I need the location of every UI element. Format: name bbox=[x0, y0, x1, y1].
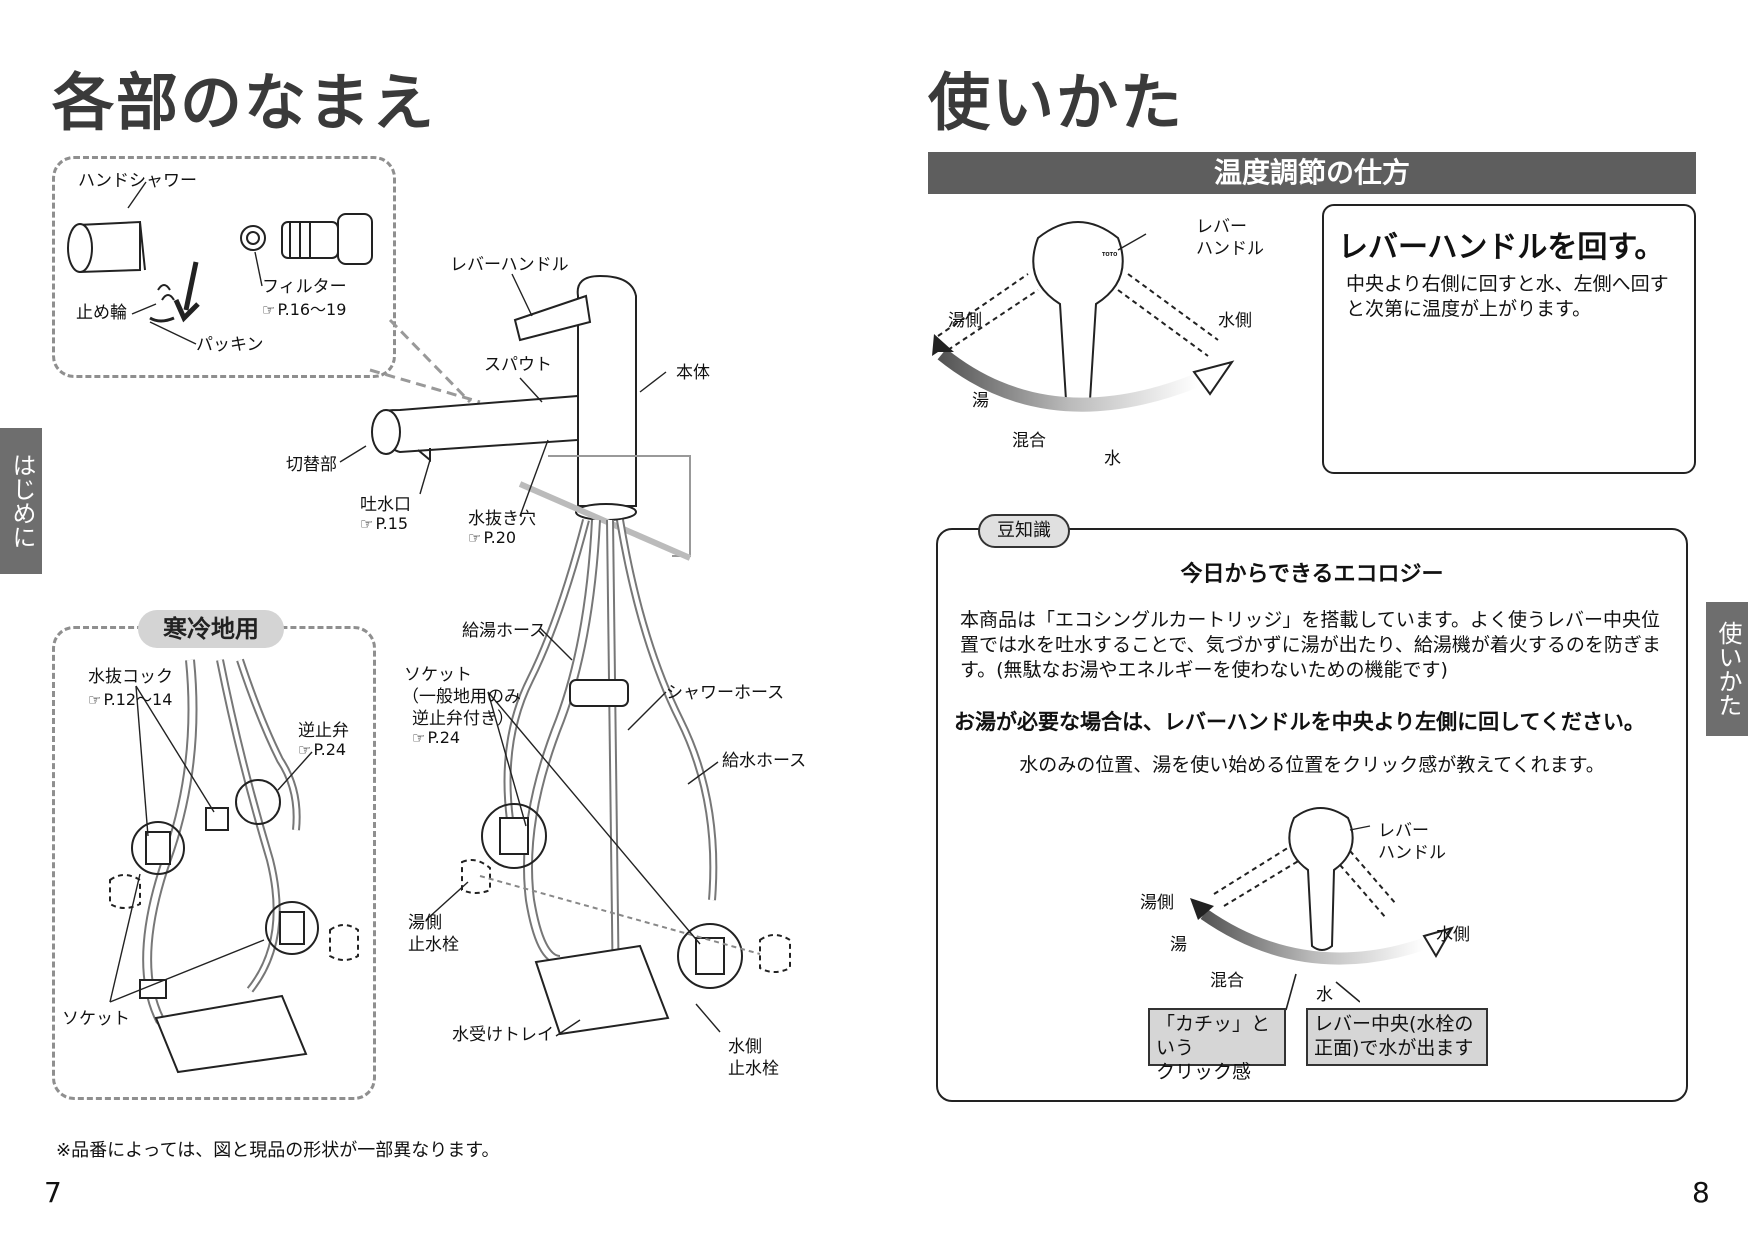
tip-note: 水のみの位置、湯を使い始める位置をクリック感が教えてくれます。 bbox=[1019, 754, 1605, 776]
callout-center: レバー中央(水栓の 正面)で水が出ます bbox=[1306, 1008, 1488, 1066]
ref-drain-hole: ☞P.20 bbox=[468, 528, 517, 547]
pointing-hand-icon: ☞ bbox=[88, 691, 102, 709]
d2-hot-side: 湯側 bbox=[1140, 893, 1174, 913]
label-filter: フィルター bbox=[262, 277, 347, 297]
page-title: 各部のなまえ bbox=[52, 66, 437, 139]
section-tab-intro[interactable]: はじめに bbox=[0, 428, 42, 574]
instruction-box: レバーハンドルを回す。 中央より右側に回すと水、左側へ回すと次第に温度が上がりま… bbox=[1322, 204, 1696, 474]
label-shower-hose: シャワーホース bbox=[666, 683, 785, 703]
footnote: ※品番によっては、図と現品の形状が一部異なります。 bbox=[56, 1140, 500, 1161]
label-body: 本体 bbox=[676, 363, 710, 383]
label-switch-part: 切替部 bbox=[286, 455, 337, 475]
pointing-hand-icon: ☞ bbox=[360, 515, 374, 533]
label-cold-hose: 給水ホース bbox=[722, 751, 807, 771]
callout-leaders bbox=[1285, 973, 1360, 1011]
section-tab-usage[interactable]: 使いかた bbox=[1706, 602, 1748, 736]
label-packing: パッキン bbox=[196, 335, 264, 355]
label-socket-1: ソケット bbox=[404, 665, 472, 685]
ref-filter: ☞P.16〜19 bbox=[262, 300, 347, 319]
label-drain-hole: 水抜き穴 bbox=[468, 509, 536, 529]
d1-lever-2: ハンドル bbox=[1196, 239, 1264, 259]
tip-box: 豆知識 今日からできるエコロジー 本商品は「エコシングルカートリッジ」を搭載して… bbox=[936, 514, 1688, 1102]
tip-emphasis: お湯が必要な場合は、レバーハンドルを中央より左側に回してください。 bbox=[954, 710, 1645, 734]
d2-lever-2: ハンドル bbox=[1378, 843, 1446, 863]
hand-shower-detail-box bbox=[52, 156, 396, 378]
callout-center-line2: 正面)で水が出ます bbox=[1314, 1037, 1474, 1059]
d2-cold-side: 水側 bbox=[1436, 925, 1470, 945]
pointing-hand-icon: ☞ bbox=[412, 729, 426, 747]
label-hand-shower: ハンドシャワー bbox=[78, 171, 197, 191]
instruction-body: 中央より右側に回すと水、左側へ回すと次第に温度が上がります。 bbox=[1346, 273, 1669, 320]
page-number-left: 7 bbox=[44, 1176, 62, 1209]
label-check-valve: 逆止弁 bbox=[298, 721, 349, 741]
callout-click: 「カチッ」という クリック感 bbox=[1148, 1008, 1286, 1083]
label-tray: 水受けトレイ bbox=[452, 1025, 554, 1045]
page-title-usage: 使いかた bbox=[928, 66, 1185, 139]
ref-outlet: ☞P.15 bbox=[360, 514, 409, 533]
label-drain-cock: 水抜コック bbox=[88, 667, 173, 687]
label-spout: スパウト bbox=[484, 355, 552, 375]
d2-cold: 水 bbox=[1316, 985, 1333, 1005]
label-cold-socket: ソケット bbox=[62, 1009, 130, 1029]
pointing-hand-icon: ☞ bbox=[262, 301, 276, 319]
label-stop-ring: 止め輪 bbox=[76, 303, 127, 323]
d2-hot: 湯 bbox=[1170, 935, 1187, 955]
d1-mix: 混合 bbox=[1012, 431, 1046, 451]
lever-diagram bbox=[932, 221, 1235, 412]
d1-hot-side: 湯側 bbox=[948, 311, 982, 331]
lever-diagram-click bbox=[1190, 807, 1455, 965]
label-hot-stop-1: 湯側 bbox=[408, 913, 442, 933]
label-outlet: 吐水口 bbox=[360, 495, 411, 515]
label-lever-handle: レバーハンドル bbox=[450, 255, 569, 275]
d1-lever-1: レバー bbox=[1196, 217, 1247, 237]
d1-hot: 湯 bbox=[972, 391, 989, 411]
section-temperature: 温度調節の仕方 bbox=[928, 152, 1696, 194]
ref-check-valve: ☞P.24 bbox=[298, 740, 347, 759]
instruction-heading: レバーハンドルを回す。 bbox=[1338, 230, 1665, 265]
pointing-hand-icon: ☞ bbox=[298, 741, 312, 759]
ref-drain-cock: ☞P.12〜14 bbox=[88, 690, 173, 709]
tip-body: 本商品は「エコシングルカートリッジ」を搭載しています。よく使うレバー中央位置では… bbox=[960, 609, 1661, 681]
faucet-diagram bbox=[67, 181, 791, 1074]
label-hot-hose: 給湯ホース bbox=[462, 621, 547, 641]
tip-tag: 豆知識 bbox=[978, 514, 1070, 548]
label-socket-2: （一般地用のみ bbox=[402, 687, 521, 707]
d2-lever-1: レバー bbox=[1378, 821, 1429, 841]
callout-click-line2: クリック感 bbox=[1156, 1061, 1252, 1083]
label-cold-stop-1: 水側 bbox=[728, 1037, 762, 1057]
pointing-hand-icon: ☞ bbox=[468, 529, 482, 547]
cold-region-title: 寒冷地用 bbox=[138, 610, 284, 648]
callout-center-line1: レバー中央(水栓の bbox=[1314, 1013, 1474, 1035]
label-hot-stop-2: 止水栓 bbox=[408, 935, 459, 955]
tip-heading: 今日からできるエコロジー bbox=[1180, 562, 1444, 587]
ref-socket: ☞P.24 bbox=[412, 728, 461, 747]
callout-click-line1: 「カチッ」という bbox=[1156, 1013, 1271, 1059]
d2-mix: 混合 bbox=[1210, 971, 1244, 991]
label-cold-stop-2: 止水栓 bbox=[728, 1059, 779, 1079]
d1-cold: 水 bbox=[1104, 449, 1121, 469]
page-number-right: 8 bbox=[1692, 1176, 1710, 1209]
label-socket-3: 逆止弁付き） bbox=[412, 709, 514, 729]
brand-mark: TOTO bbox=[1102, 252, 1118, 258]
d1-cold-side: 水側 bbox=[1218, 311, 1252, 331]
